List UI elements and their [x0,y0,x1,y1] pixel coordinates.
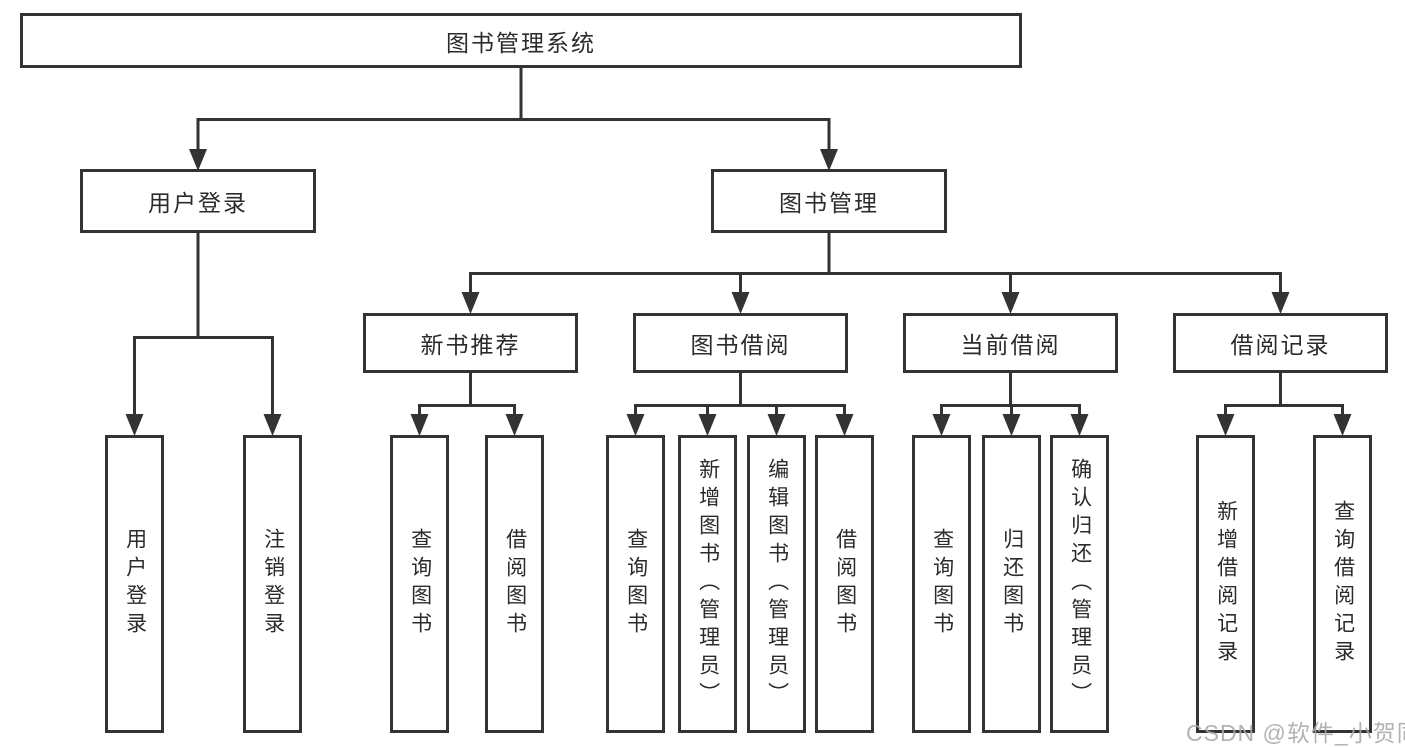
node-book-borrowing: 图书借阅 [633,313,848,373]
connector-user-login-children [133,230,274,417]
connector-new-book-recommend-children [418,370,516,417]
arrowhead-icon [1002,414,1021,436]
node-leaf-add-borrow-record: 新增借阅记录 [1196,435,1255,733]
arrowhead-icon [626,414,645,436]
node-label: 借阅图书 [833,528,857,640]
arrowhead-icon [835,414,854,436]
arrowhead-icon [1070,414,1089,436]
node-label: 新增图书（管理员） [696,458,720,710]
connector-book-borrowing-children [634,370,846,417]
node-label: 查询图书 [624,528,648,640]
arrowhead-icon [1216,414,1235,436]
arrowhead-icon [731,292,750,314]
node-borrowing-records: 借阅记录 [1173,313,1388,373]
node-label: 查询借阅记录 [1331,500,1355,668]
arrowhead-icon [820,149,838,171]
node-label: 新增借阅记录 [1214,500,1238,668]
node-leaf-borrow-books-2: 借阅图书 [815,435,874,733]
node-label: 借阅图书 [503,528,527,640]
arrowhead-icon [505,414,524,436]
arrowhead-icon [410,414,429,436]
node-label: 用户登录 [123,528,147,640]
node-leaf-logout: 注销登录 [243,435,302,733]
node-label: 查询图书 [930,528,954,640]
node-label: 编辑图书（管理员） [765,458,789,710]
node-leaf-add-books-admin: 新增图书（管理员） [678,435,737,733]
arrowhead-icon [125,414,144,436]
node-label: 确认归还（管理员） [1068,458,1092,710]
node-current-borrowing: 当前借阅 [903,313,1118,373]
node-user-login: 用户登录 [80,169,316,233]
node-leaf-query-books-1: 查询图书 [390,435,449,733]
arrowhead-icon [932,414,951,436]
node-leaf-return-books: 归还图书 [982,435,1041,733]
node-label: 查询图书 [408,528,432,640]
arrowhead-icon [767,414,786,436]
arrowhead-icon [263,414,282,436]
node-leaf-borrow-books-1: 借阅图书 [485,435,544,733]
node-label: 归还图书 [1000,528,1024,640]
watermark: CSDN @软件_小贺同学 [1186,720,1405,746]
node-new-book-recommend: 新书推荐 [363,313,578,373]
arrowhead-icon [461,292,480,314]
connector-current-borrowing-children [940,370,1081,417]
node-book-management: 图书管理 [711,169,947,233]
node-leaf-query-borrow-record: 查询借阅记录 [1313,435,1372,733]
arrowhead-icon [1333,414,1352,436]
node-library-management-system: 图书管理系统 [20,13,1022,68]
node-leaf-user-login: 用户登录 [105,435,164,733]
arrowhead-icon [189,149,207,171]
node-leaf-confirm-return-admin: 确认归还（管理员） [1050,435,1109,733]
arrowhead-icon [1001,292,1020,314]
arrowhead-icon [698,414,717,436]
node-leaf-edit-books-admin: 编辑图书（管理员） [747,435,806,733]
connector-book-management-children [469,230,1282,295]
arrowhead-icon [1271,292,1290,314]
connector-borrowing-records-children [1224,370,1344,417]
connector-root-to-level2 [196,65,831,152]
node-label: 注销登录 [261,528,285,640]
node-leaf-query-books-2: 查询图书 [606,435,665,733]
node-leaf-query-books-3: 查询图书 [912,435,971,733]
